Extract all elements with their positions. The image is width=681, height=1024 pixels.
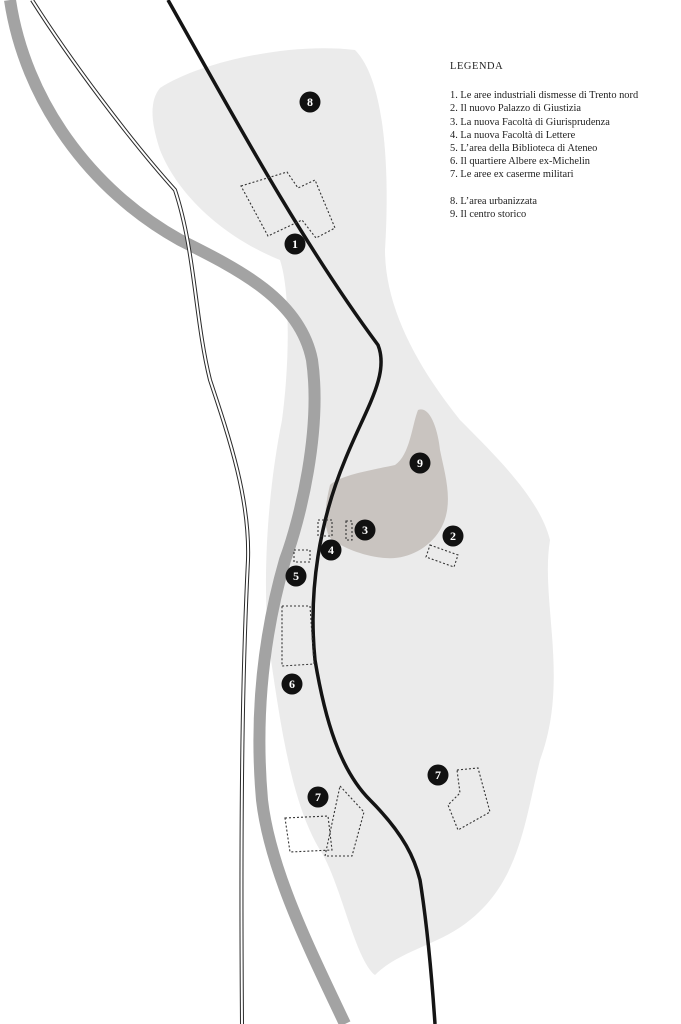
svg-text:8: 8 [307, 95, 313, 109]
marker-3: 3 [354, 519, 376, 541]
svg-text:2: 2 [450, 529, 456, 543]
marker-6: 6 [281, 673, 303, 695]
dotted-parcels [240, 171, 491, 857]
marker-8: 8 [299, 91, 321, 113]
svg-text:4: 4 [328, 543, 334, 557]
parcel-2 [425, 544, 459, 568]
legend-list-areas: 8. L’area urbanizzata 9. Il centro stori… [450, 195, 638, 221]
parcel-5 [293, 549, 311, 563]
railway [166, 0, 437, 1024]
marker-1: 1 [284, 233, 306, 255]
legend-item-2: 2. Il nuovo Palazzo di Giustizia [450, 103, 582, 115]
svg-text:6: 6 [289, 677, 295, 691]
marker-9: 9 [409, 452, 431, 474]
svg-text:7: 7 [315, 790, 321, 804]
marker-4: 4 [320, 539, 342, 561]
parcel-7a [284, 815, 333, 853]
legend-item-5: 5. L’area della Biblioteca di Ateneo [450, 143, 598, 155]
legend-item-7: 7. Le aree ex caserme militari [450, 169, 574, 181]
legend-item-9: 9. Il centro storico [450, 208, 527, 220]
marker-2: 2 [442, 525, 464, 547]
parcel-4 [317, 519, 333, 537]
marker-7-west: 7 [307, 786, 329, 808]
svg-text:5: 5 [293, 569, 299, 583]
legend-title: LEGENDA [450, 61, 504, 72]
parcel-3 [345, 520, 353, 541]
road-inner [31, 0, 250, 1024]
legend-item-4: 4. La nuova Facoltà di Lettere [450, 129, 576, 141]
svg-text:3: 3 [362, 523, 368, 537]
svg-text:7: 7 [435, 768, 441, 782]
river [4, 0, 351, 1024]
marker-7-east: 7 [427, 764, 449, 786]
legend-item-3: 3. La nuova Facoltà di Giurisprudenza [450, 116, 610, 128]
legend-list-projects: 1. Le aree industriali dismesse di Trent… [450, 89, 638, 181]
parcel-7b [324, 784, 365, 857]
parcel-7c [447, 767, 491, 831]
legend: LEGENDA 1. Le aree industriali dismesse … [450, 60, 638, 221]
marker-5: 5 [285, 565, 307, 587]
legend-item-8: 8. L’area urbanizzata [450, 195, 538, 207]
svg-text:1: 1 [292, 237, 298, 251]
legend-item-6: 6. Il quartiere Albere ex-Michelin [450, 156, 590, 168]
legend-item-1: 1. Le aree industriali dismesse di Trent… [450, 90, 639, 102]
historic-center [325, 409, 448, 559]
svg-text:9: 9 [417, 456, 423, 470]
